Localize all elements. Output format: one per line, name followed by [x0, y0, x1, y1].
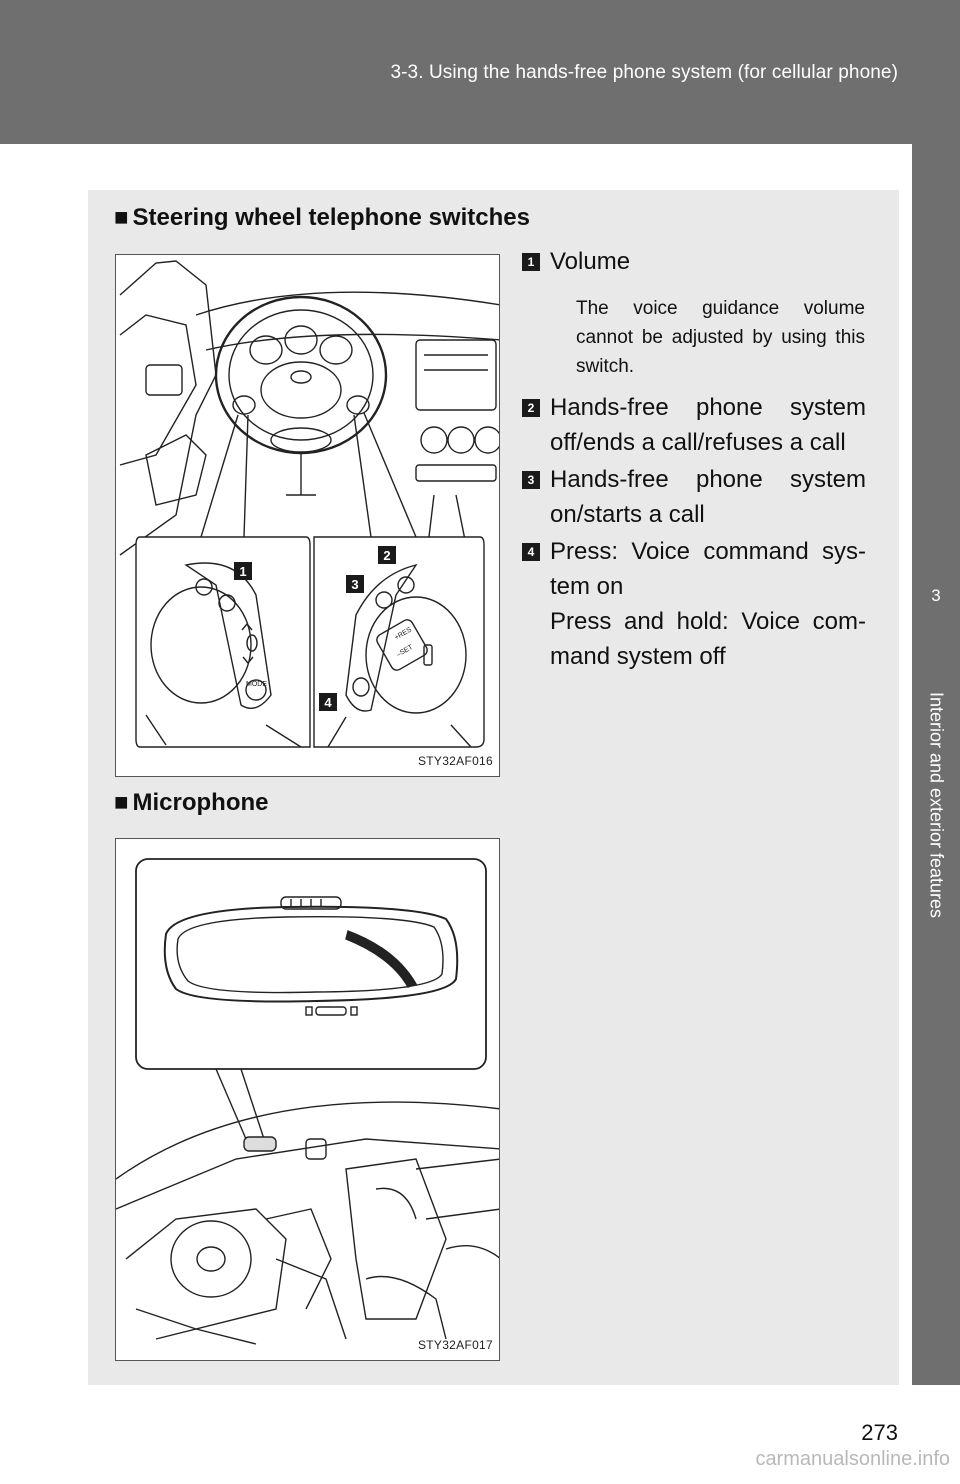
item-label: Hands-free phone system off/ends a call/…: [550, 394, 866, 456]
heading-text: Steering wheel telephone switches: [132, 204, 530, 231]
list-item-phone-on: 3 Hands-free phone system on/starts a ca…: [518, 462, 866, 532]
volume-note: The voice guidance volume cannot be adju…: [576, 298, 865, 377]
list-item-voice-command: 4 Press: Voice command sys-tem on Press …: [518, 534, 866, 674]
microphone-illustration: [116, 858, 499, 1345]
page-number: 273: [861, 1420, 898, 1445]
item-label: Hands-free phone system on/starts a call: [550, 466, 866, 528]
side-tab-number: 3: [931, 586, 941, 605]
heading-marker: ■: [114, 789, 129, 816]
callout-3: 3: [351, 577, 358, 592]
microphone-figure: STY32AF017: [115, 838, 500, 1361]
steering-wheel-figure: MODE +RES –SET 1 2 3 4 STY32AF016: [115, 254, 500, 777]
item-label-press: Press: Voice command sys-tem on: [550, 538, 866, 600]
callout-1-box: [234, 562, 252, 580]
item-badge: 3: [522, 471, 540, 489]
callout-3-box: [346, 575, 364, 593]
item-badge: 1: [522, 253, 540, 271]
list-item-volume: 1 Volume: [518, 244, 866, 279]
list-item-phone-off: 2 Hands-free phone system off/ends a cal…: [518, 390, 866, 460]
item-badge: 4: [522, 543, 540, 561]
figure-code: STY32AF017: [417, 1338, 493, 1352]
item-label: Volume: [550, 248, 631, 275]
section-heading-steering: ■Steering wheel telephone switches: [114, 204, 530, 232]
item-label-press-hold: Press and hold: Voice com-mand system of…: [550, 608, 866, 670]
figure-code: STY32AF016: [417, 754, 493, 768]
mode-switch-label: MODE: [246, 681, 267, 688]
item-badge: 2: [522, 399, 540, 417]
steering-wheel-illustration: MODE +RES –SET 1 2 3 4: [119, 260, 499, 748]
heading-text: Microphone: [132, 789, 269, 816]
page-header: 3-3. Using the hands-free phone system (…: [0, 0, 960, 144]
chapter-title: 3-3. Using the hands-free phone system (…: [390, 62, 898, 83]
section-heading-microphone: ■Microphone: [114, 789, 269, 817]
side-tab-title: Interior and exterior features: [926, 691, 947, 919]
callout-1: 1: [239, 564, 246, 579]
callout-4-box: [319, 693, 337, 711]
callout-2-box: [378, 546, 396, 564]
watermark: carmanualsonline.info: [755, 1448, 950, 1470]
callout-4: 4: [324, 695, 332, 710]
heading-marker: ■: [114, 204, 129, 231]
side-tab: [912, 144, 960, 1385]
callout-2: 2: [383, 548, 390, 563]
